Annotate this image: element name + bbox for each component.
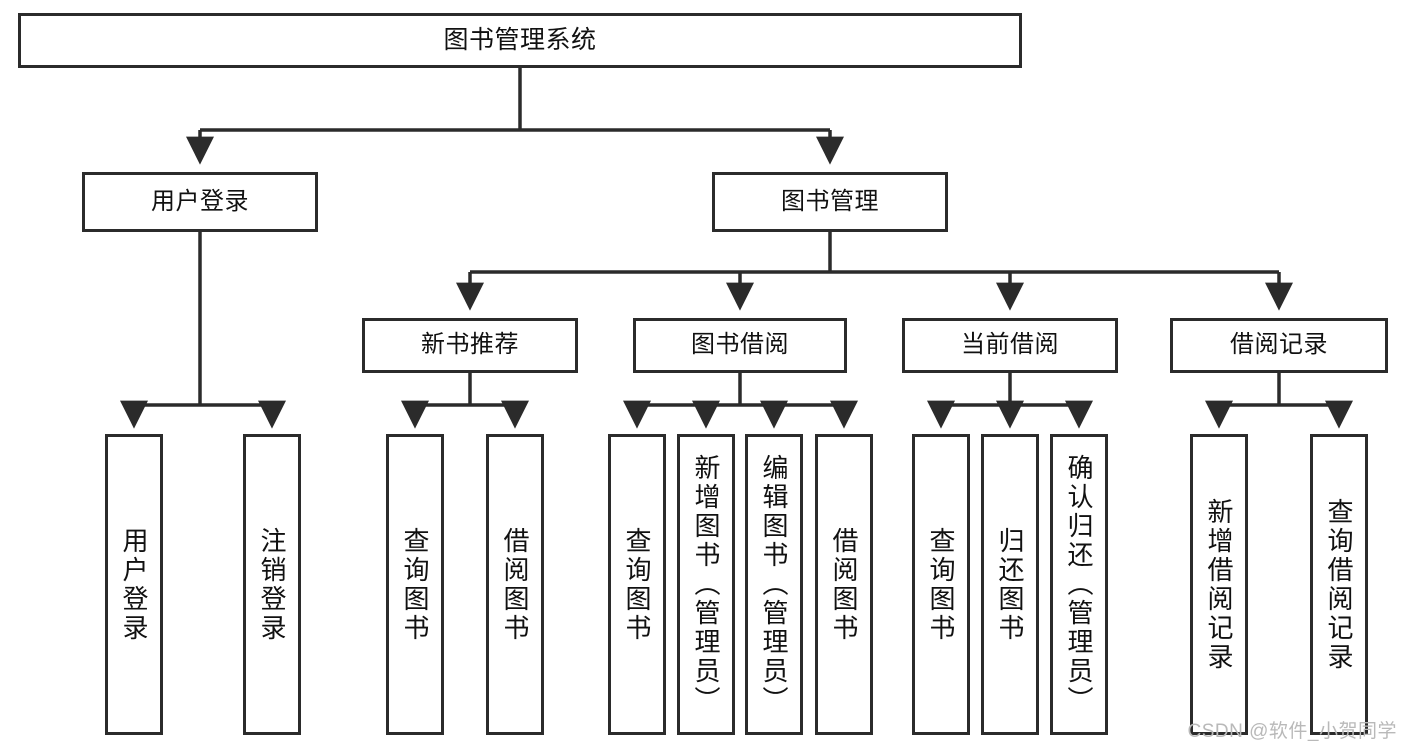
node-current-borrow-label: 当前借阅: [961, 331, 1059, 359]
node-leaf-query-book-2[interactable]: 查询图书: [608, 434, 666, 735]
node-leaf-user-login-label: 用户登录: [119, 526, 149, 643]
node-current-borrow[interactable]: 当前借阅: [902, 318, 1118, 373]
node-new-book-rec[interactable]: 新书推荐: [362, 318, 578, 373]
node-root-label: 图书管理系统: [443, 25, 597, 54]
node-leaf-edit-book-label: 编辑图书（管理员）: [759, 454, 789, 715]
watermark: CSDN @软件_小贺同学: [1187, 721, 1397, 742]
node-leaf-borrow-book-2[interactable]: 借阅图书: [815, 434, 873, 735]
node-leaf-query-record-label: 查询借阅记录: [1324, 497, 1354, 672]
node-leaf-edit-book[interactable]: 编辑图书（管理员）: [745, 434, 803, 735]
node-leaf-query-book-1[interactable]: 查询图书: [386, 434, 444, 735]
node-leaf-return-book[interactable]: 归还图书: [981, 434, 1039, 735]
node-leaf-add-record[interactable]: 新增借阅记录: [1190, 434, 1248, 735]
node-book-manage[interactable]: 图书管理: [712, 172, 948, 232]
node-leaf-confirm-return-label: 确认归还（管理员）: [1064, 454, 1094, 715]
node-leaf-add-record-label: 新增借阅记录: [1204, 497, 1234, 672]
node-user-login-label: 用户登录: [151, 187, 249, 215]
node-leaf-user-login[interactable]: 用户登录: [105, 434, 163, 735]
node-leaf-borrow-book-1[interactable]: 借阅图书: [486, 434, 544, 735]
node-leaf-logout[interactable]: 注销登录: [243, 434, 301, 735]
node-leaf-query-record[interactable]: 查询借阅记录: [1310, 434, 1368, 735]
node-leaf-logout-label: 注销登录: [257, 526, 287, 643]
node-book-borrow-label: 图书借阅: [691, 331, 789, 359]
node-leaf-add-book[interactable]: 新增图书（管理员）: [677, 434, 735, 735]
node-borrow-record[interactable]: 借阅记录: [1170, 318, 1388, 373]
node-user-login[interactable]: 用户登录: [82, 172, 318, 232]
node-leaf-query-book-2-label: 查询图书: [622, 526, 652, 643]
node-leaf-return-book-label: 归还图书: [995, 526, 1025, 643]
node-leaf-confirm-return[interactable]: 确认归还（管理员）: [1050, 434, 1108, 735]
node-leaf-query-book-3-label: 查询图书: [926, 526, 956, 643]
node-leaf-borrow-book-1-label: 借阅图书: [500, 526, 530, 643]
node-book-manage-label: 图书管理: [781, 187, 879, 215]
node-leaf-add-book-label: 新增图书（管理员）: [691, 454, 721, 715]
node-leaf-borrow-book-2-label: 借阅图书: [829, 526, 859, 643]
node-leaf-query-book-1-label: 查询图书: [400, 526, 430, 643]
node-borrow-record-label: 借阅记录: [1230, 331, 1328, 359]
node-root[interactable]: 图书管理系统: [18, 13, 1022, 68]
node-leaf-query-book-3[interactable]: 查询图书: [912, 434, 970, 735]
node-new-book-rec-label: 新书推荐: [421, 331, 519, 359]
node-book-borrow[interactable]: 图书借阅: [633, 318, 847, 373]
